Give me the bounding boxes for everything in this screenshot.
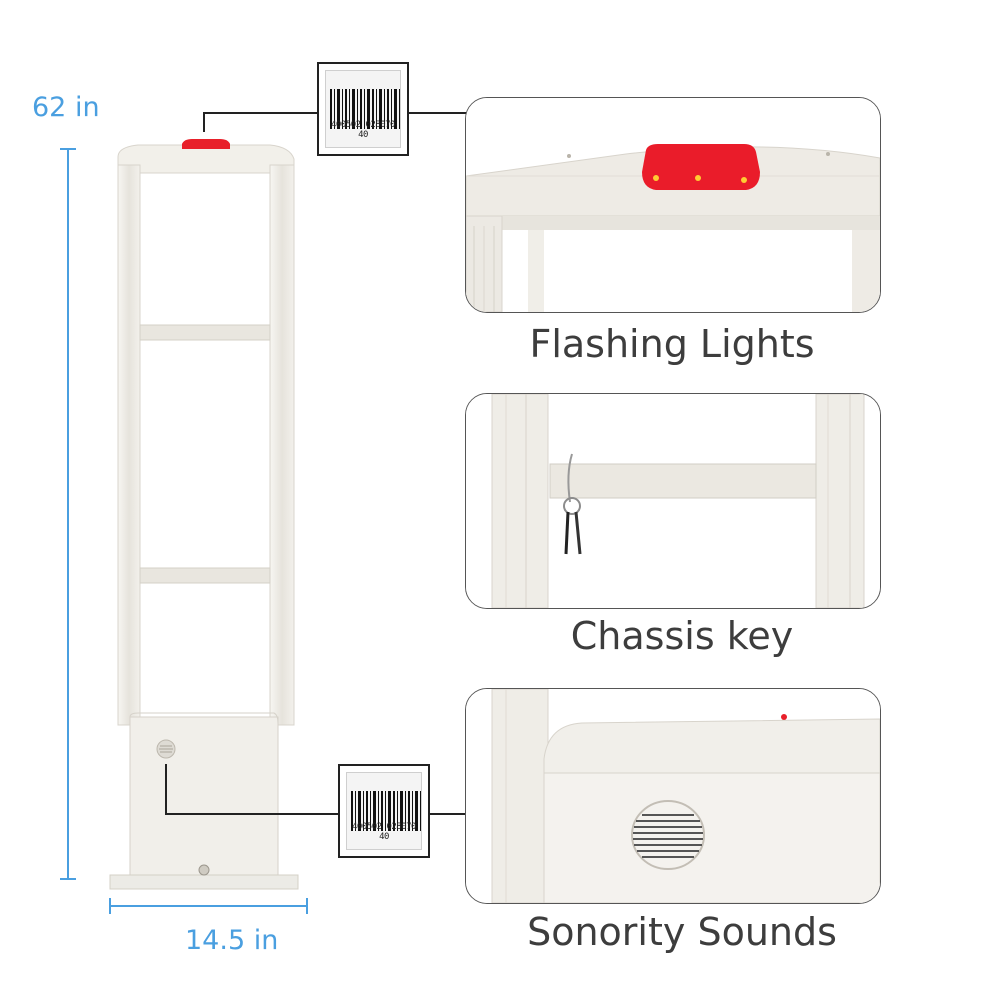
feature-caption-sonority-sounds: Sonority Sounds bbox=[527, 910, 837, 954]
barcode-tag-icon bbox=[330, 89, 400, 129]
height-dimension-line bbox=[60, 148, 76, 880]
height-label: 62 in bbox=[32, 92, 100, 123]
alarm-light-icon bbox=[642, 144, 760, 190]
width-dimension-line bbox=[109, 898, 308, 914]
feature-caption-flashing-lights: Flashing Lights bbox=[529, 322, 815, 366]
key-icon bbox=[563, 453, 582, 555]
chassis-key-photo bbox=[466, 394, 880, 608]
chassis-key-panel bbox=[465, 393, 881, 609]
barcode-number-top: 400502 028070 40 bbox=[331, 120, 395, 140]
barcode-tag-top: 400502 028070 40 bbox=[317, 62, 409, 156]
leader-line-top bbox=[203, 112, 466, 132]
alarm-light-icon bbox=[182, 139, 230, 149]
eas-pedestal bbox=[109, 139, 299, 890]
leader-line-bottom bbox=[165, 764, 465, 815]
feature-caption-chassis-key: Chassis key bbox=[570, 614, 794, 658]
width-label: 14.5 in bbox=[185, 925, 279, 956]
speaker-grille-icon bbox=[631, 800, 705, 870]
sonority-sounds-panel bbox=[465, 688, 881, 904]
barcode-tag-bottom: 400502 028070 40 bbox=[338, 764, 430, 858]
barcode-tag-icon bbox=[351, 791, 421, 831]
lock-icon bbox=[198, 864, 210, 876]
flashing-lights-panel bbox=[465, 97, 881, 313]
barcode-number-bottom: 400502 028070 40 bbox=[352, 822, 416, 842]
sonority-sounds-photo bbox=[466, 689, 880, 903]
flashing-lights-photo bbox=[466, 98, 880, 312]
